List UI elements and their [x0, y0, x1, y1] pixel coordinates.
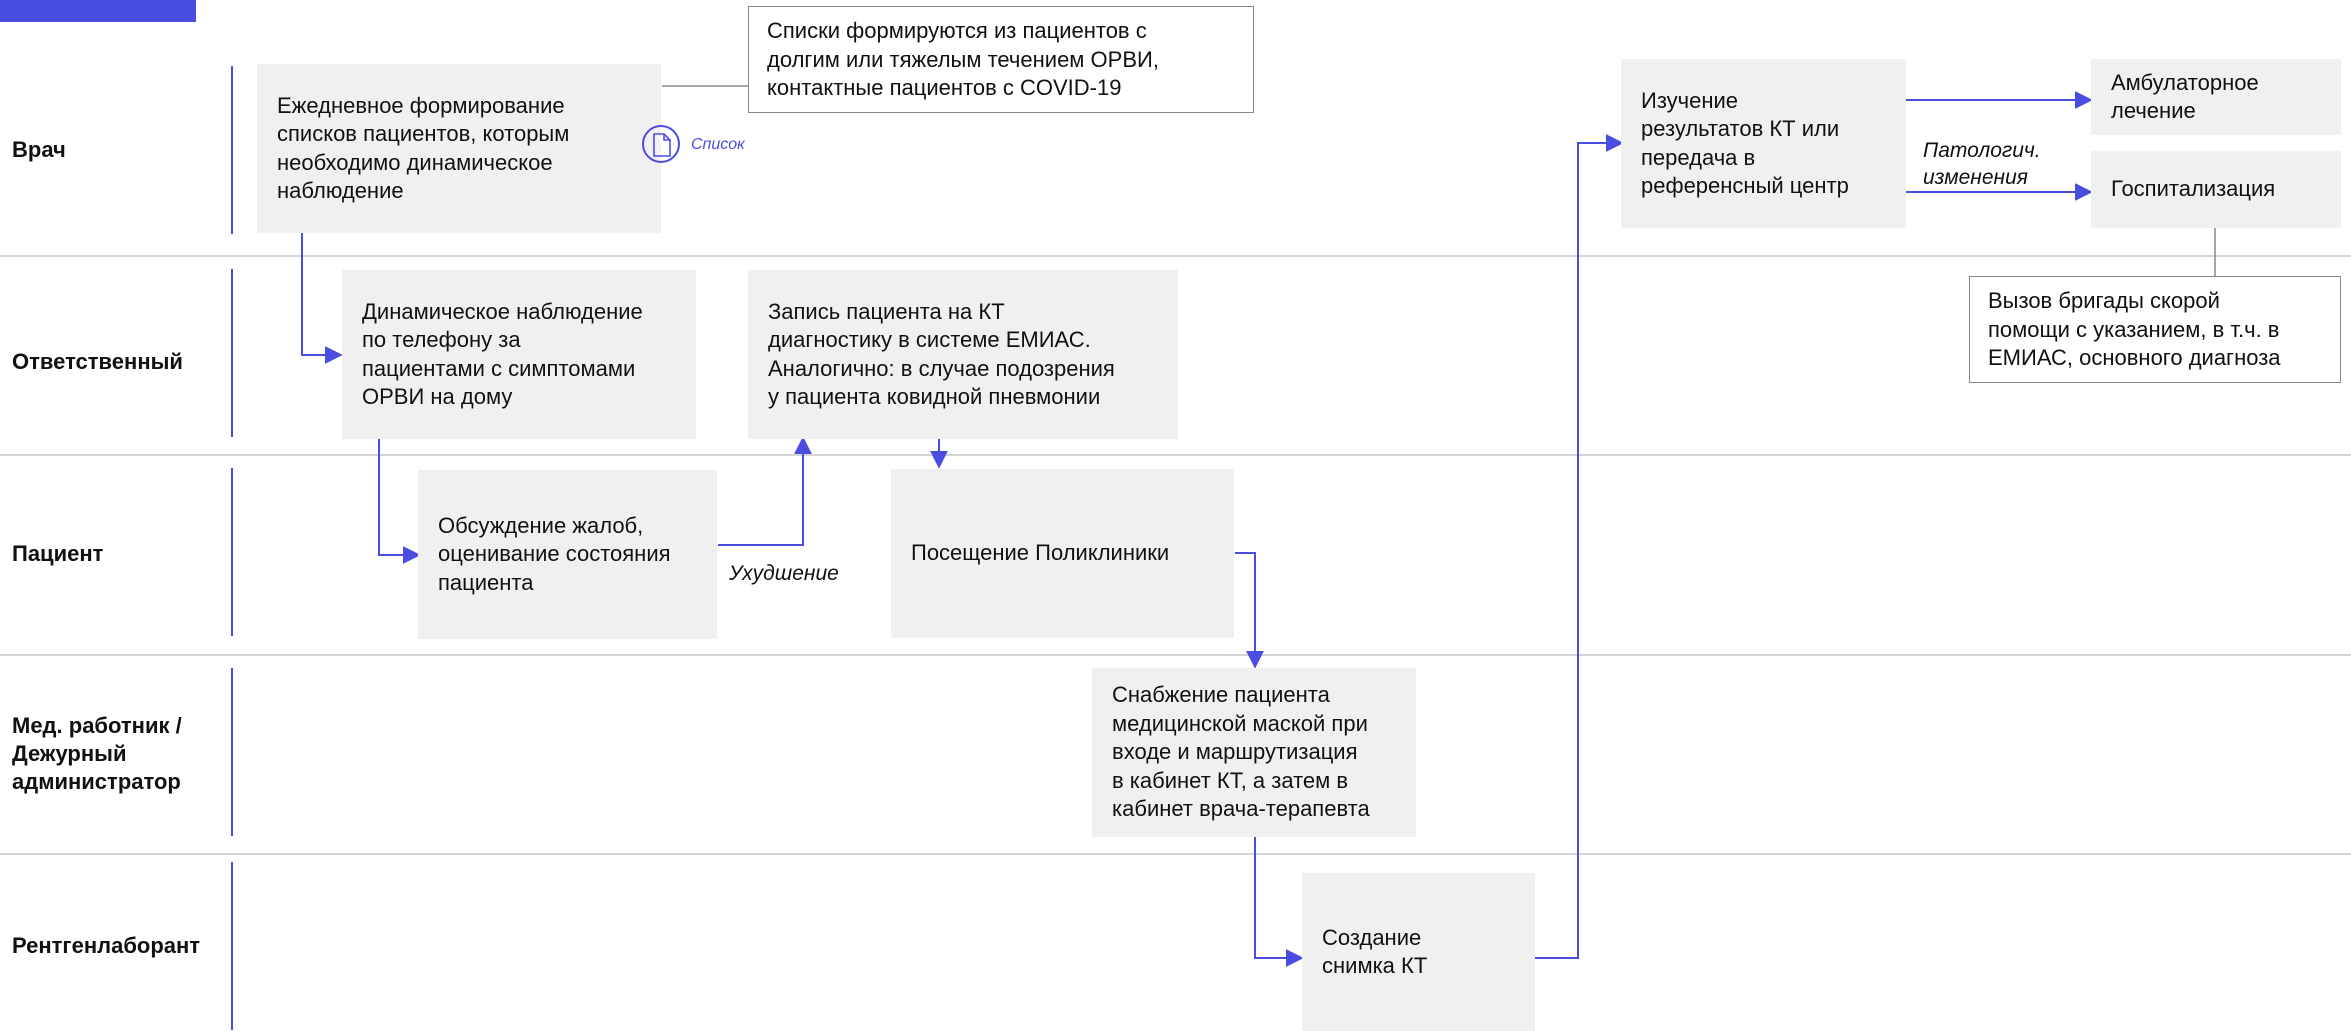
box-hospitalization: Госпитализация	[2091, 151, 2341, 228]
flow-arrow	[1535, 134, 1624, 959]
box-ct-scan: Создание снимка КТ	[1302, 873, 1535, 1031]
flow-arrow	[1235, 552, 1264, 669]
lane-label-radiographer: Рентгенлаборант	[12, 933, 201, 958]
label-worsening: Ухудшение	[729, 562, 839, 585]
box-outpatient: Амбулаторное лечение	[2091, 59, 2341, 135]
box-mask-routing: Снабжение пациента медицинской маской пр…	[1092, 668, 1416, 837]
lane-separator	[0, 853, 2351, 855]
box-daily-lists: Ежедневное формирование списков пациенто…	[257, 64, 661, 233]
note-ambulance: Вызов бригады скорой помощи с указанием,…	[1969, 276, 2341, 383]
box-ct-appointment: Запись пациента на КТ диагностику в сист…	[748, 270, 1178, 439]
lane-rule	[231, 269, 233, 437]
flow-arrow	[718, 436, 812, 546]
label-pathology: Патологич. изменения	[1923, 139, 2041, 189]
lane-label-medworker: Мед. работник / Дежурный администратор	[12, 713, 182, 794]
note-lists: Списки формируются из пациентов с долгим…	[748, 6, 1254, 113]
lane-rule	[231, 862, 233, 1030]
flow-arrow	[301, 233, 343, 364]
box-clinic-visit: Посещение Поликлиники	[891, 469, 1234, 638]
lane-rule	[231, 66, 233, 234]
list-icon-label: Список	[691, 136, 745, 153]
lane-rule	[231, 468, 233, 636]
lane-label-responsible: Ответственный	[12, 349, 183, 374]
box-ct-review: Изучение результатов КТ или передача в р…	[1621, 59, 1906, 228]
lane-label-patient: Пациент	[12, 541, 104, 566]
document-icon	[642, 125, 680, 163]
accent-bar	[0, 0, 196, 22]
lane-separator	[0, 255, 2351, 257]
lane-separator	[0, 454, 2351, 456]
flow-arrow	[1254, 836, 1304, 967]
box-phone-monitoring: Динамическое наблюдение по телефону за п…	[342, 270, 696, 439]
lane-separator	[0, 654, 2351, 656]
box-complaints: Обсуждение жалоб, оценивание состояния п…	[418, 470, 717, 639]
lane-rule	[231, 668, 233, 836]
lane-label-doctor: Врач	[12, 137, 66, 162]
flow-arrow	[378, 437, 421, 564]
